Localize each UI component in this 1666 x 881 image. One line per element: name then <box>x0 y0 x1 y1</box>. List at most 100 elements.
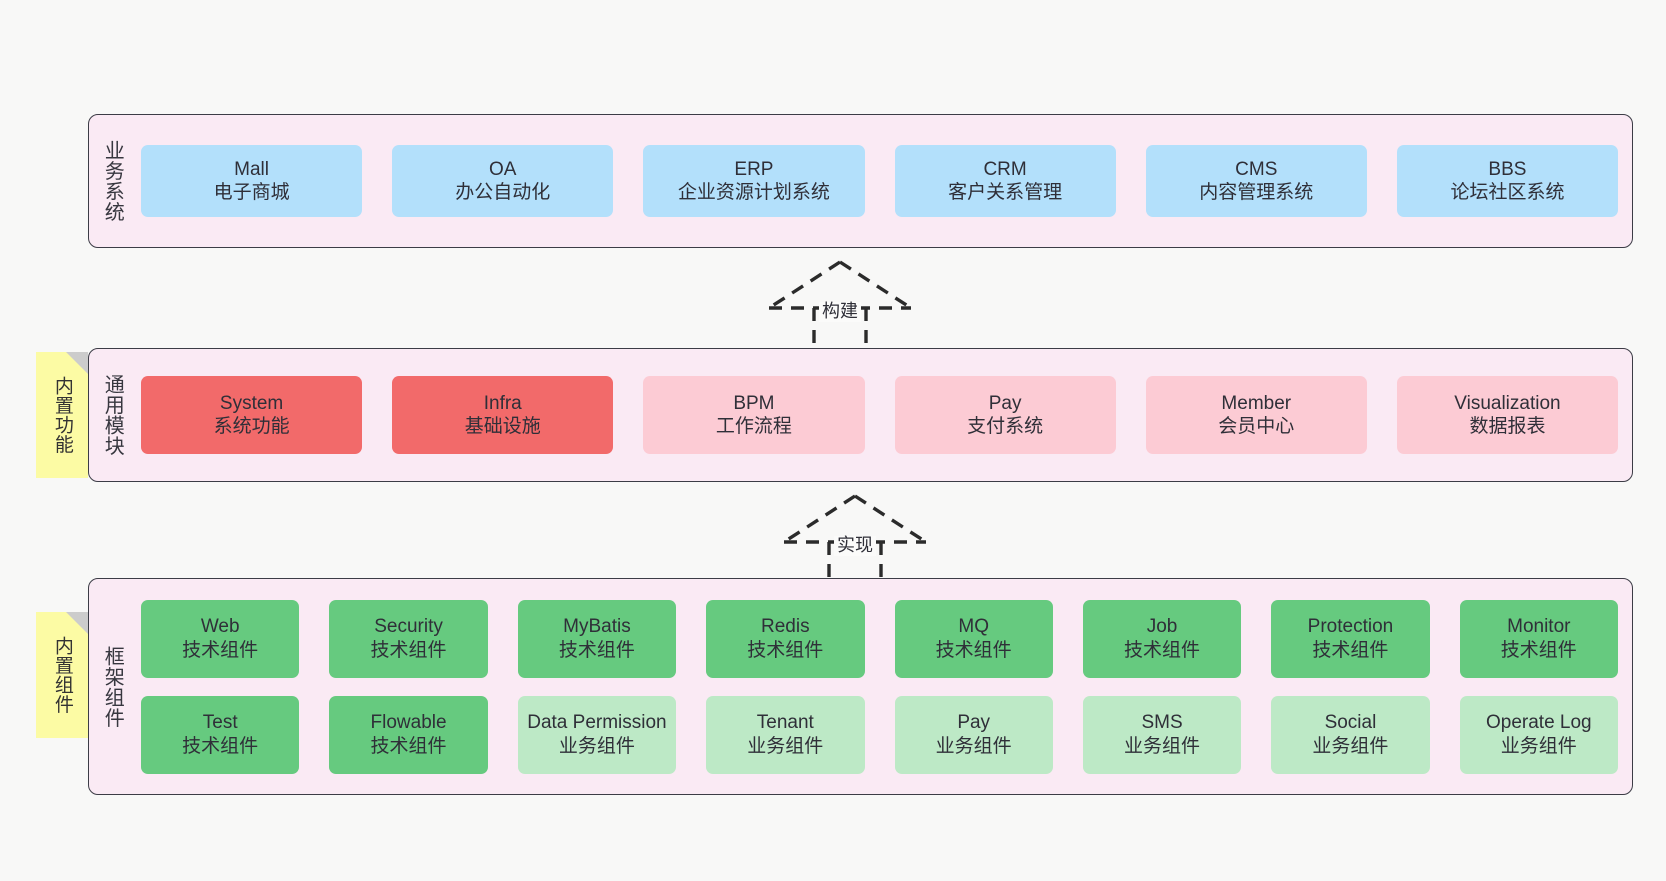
card-subtitle: 技术组件 <box>1312 639 1389 661</box>
card-subtitle: 基础设施 <box>464 416 541 437</box>
card-mq[interactable]: MQ 技术组件 <box>894 599 1053 678</box>
page-fold-icon <box>66 612 88 634</box>
card-title: MQ <box>958 616 989 638</box>
note-builtin-components: 内置组件 <box>36 612 88 738</box>
note-label: 内置组件 <box>51 636 73 714</box>
card-title: Data Permission <box>527 712 667 734</box>
card-visualization[interactable]: Visualization 数据报表 <box>1396 376 1619 454</box>
card-subtitle: 业务组件 <box>935 735 1012 757</box>
card-tenant[interactable]: Tenant 业务组件 <box>706 695 865 774</box>
card-subtitle: 技术组件 <box>1500 639 1577 661</box>
card-title: Security <box>374 616 443 638</box>
card-operate-log[interactable]: Operate Log 业务组件 <box>1459 695 1618 774</box>
card-subtitle: 客户关系管理 <box>948 182 1063 203</box>
card-title: Mall <box>234 158 269 180</box>
card-row: Test 技术组件 Flowable 技术组件 Data Permission … <box>141 695 1618 774</box>
card-infra[interactable]: Infra 基础设施 <box>392 376 614 454</box>
card-title: CMS <box>1235 158 1278 180</box>
card-title: Pay <box>957 712 991 734</box>
relation-label-implement: 实现 <box>834 535 876 556</box>
card-title: System <box>219 392 284 414</box>
card-title: Flowable <box>370 712 447 734</box>
card-system[interactable]: System 系统功能 <box>141 376 363 454</box>
card-title: BBS <box>1488 158 1527 180</box>
card-title: Infra <box>483 392 522 414</box>
note-label: 内置功能 <box>51 376 73 454</box>
card-subtitle: 技术组件 <box>182 639 259 661</box>
card-title: Redis <box>761 616 810 638</box>
card-title: Social <box>1324 712 1377 734</box>
layer-body-common-modules: System 系统功能 Infra 基础设施 BPM 工作流程 Pay 支付系统… <box>135 349 1632 481</box>
card-subtitle: 企业资源计划系统 <box>677 182 830 203</box>
arrow-head-right-edge <box>839 260 912 310</box>
card-data-permission[interactable]: Data Permission 业务组件 <box>517 695 677 774</box>
card-subtitle: 业务组件 <box>1124 735 1201 757</box>
card-row: System 系统功能 Infra 基础设施 BPM 工作流程 Pay 支付系统… <box>141 376 1619 454</box>
card-title: Monitor <box>1507 616 1571 638</box>
card-subtitle: 技术组件 <box>370 735 447 757</box>
card-title: CRM <box>983 158 1027 180</box>
card-web[interactable]: Web 技术组件 <box>141 599 300 678</box>
arrow-head-left-edge <box>768 260 841 310</box>
card-protection[interactable]: Protection 技术组件 <box>1271 599 1430 678</box>
card-title: Pay <box>988 392 1022 414</box>
layer-label-framework-components: 框架组件 <box>101 645 124 728</box>
card-subtitle: 业务组件 <box>1312 735 1389 757</box>
layer-label-common-modules: 通用模块 <box>101 374 124 456</box>
card-redis[interactable]: Redis 技术组件 <box>706 599 865 678</box>
card-subtitle: 会员中心 <box>1218 416 1295 437</box>
card-subtitle: 论坛社区系统 <box>1450 182 1565 203</box>
card-bpm[interactable]: BPM 工作流程 <box>643 376 865 454</box>
card-bbs[interactable]: BBS 论坛社区系统 <box>1396 145 1619 217</box>
relation-implement: 实现 <box>770 492 940 588</box>
card-subtitle: 业务组件 <box>747 735 824 757</box>
card-row: Web 技术组件 Security 技术组件 MyBatis 技术组件 Redi… <box>141 599 1618 678</box>
card-mall[interactable]: Mall 电子商城 <box>141 145 363 217</box>
card-job[interactable]: Job 技术组件 <box>1082 599 1242 678</box>
card-subtitle: 工作流程 <box>715 416 792 437</box>
card-title: Visualization <box>1454 392 1561 414</box>
card-flowable[interactable]: Flowable 技术组件 <box>329 695 488 774</box>
arrow-head-left-edge <box>783 494 856 544</box>
card-social[interactable]: Social 业务组件 <box>1271 695 1430 774</box>
card-test[interactable]: Test 技术组件 <box>141 695 300 774</box>
page-fold-icon <box>66 352 88 374</box>
card-row: Mall 电子商城 OA 办公自动化 ERP 企业资源计划系统 CRM 客户关系… <box>141 145 1619 217</box>
card-subtitle: 技术组件 <box>370 639 447 661</box>
card-title: Web <box>200 616 240 638</box>
card-security[interactable]: Security 技术组件 <box>329 599 488 678</box>
card-subtitle: 支付系统 <box>967 416 1044 437</box>
card-member[interactable]: Member 会员中心 <box>1145 376 1367 454</box>
card-title: OA <box>489 158 517 180</box>
layer-body-business-systems: Mall 电子商城 OA 办公自动化 ERP 企业资源计划系统 CRM 客户关系… <box>135 115 1632 247</box>
card-title: Tenant <box>756 712 814 734</box>
layer-label-business-systems: 业务系统 <box>101 140 124 222</box>
note-builtin-functions: 内置功能 <box>36 352 88 478</box>
card-monitor[interactable]: Monitor 技术组件 <box>1459 599 1618 678</box>
card-sms[interactable]: SMS 业务组件 <box>1082 695 1242 774</box>
card-subtitle: 电子商城 <box>213 182 290 203</box>
card-title: Protection <box>1307 616 1394 638</box>
card-subtitle: 技术组件 <box>1124 639 1201 661</box>
layer-business-systems: 业务系统 Mall 电子商城 OA 办公自动化 ERP 企业资源计划系统 CRM… <box>88 114 1633 248</box>
card-crm[interactable]: CRM 客户关系管理 <box>894 145 1116 217</box>
card-mybatis[interactable]: MyBatis 技术组件 <box>517 599 677 678</box>
card-cms[interactable]: CMS 内容管理系统 <box>1145 145 1367 217</box>
layer-framework-components: 框架组件 Web 技术组件 Security 技术组件 MyBatis 技术组件… <box>88 578 1633 795</box>
card-title: Member <box>1221 392 1292 414</box>
card-erp[interactable]: ERP 企业资源计划系统 <box>643 145 865 217</box>
card-title: Test <box>202 712 238 734</box>
layer-body-framework-components: Web 技术组件 Security 技术组件 MyBatis 技术组件 Redi… <box>135 579 1632 794</box>
card-subtitle: 业务组件 <box>558 735 635 757</box>
card-oa[interactable]: OA 办公自动化 <box>392 145 614 217</box>
arrow-head-right-edge <box>854 494 927 544</box>
card-pay-module[interactable]: Pay 支付系统 <box>894 376 1116 454</box>
relation-build: 构建 <box>755 258 925 354</box>
card-pay-component[interactable]: Pay 业务组件 <box>894 695 1053 774</box>
card-title: ERP <box>734 158 774 180</box>
card-subtitle: 系统功能 <box>213 416 290 437</box>
card-subtitle: 技术组件 <box>747 639 824 661</box>
card-subtitle: 技术组件 <box>558 639 635 661</box>
relation-label-build: 构建 <box>819 301 861 322</box>
